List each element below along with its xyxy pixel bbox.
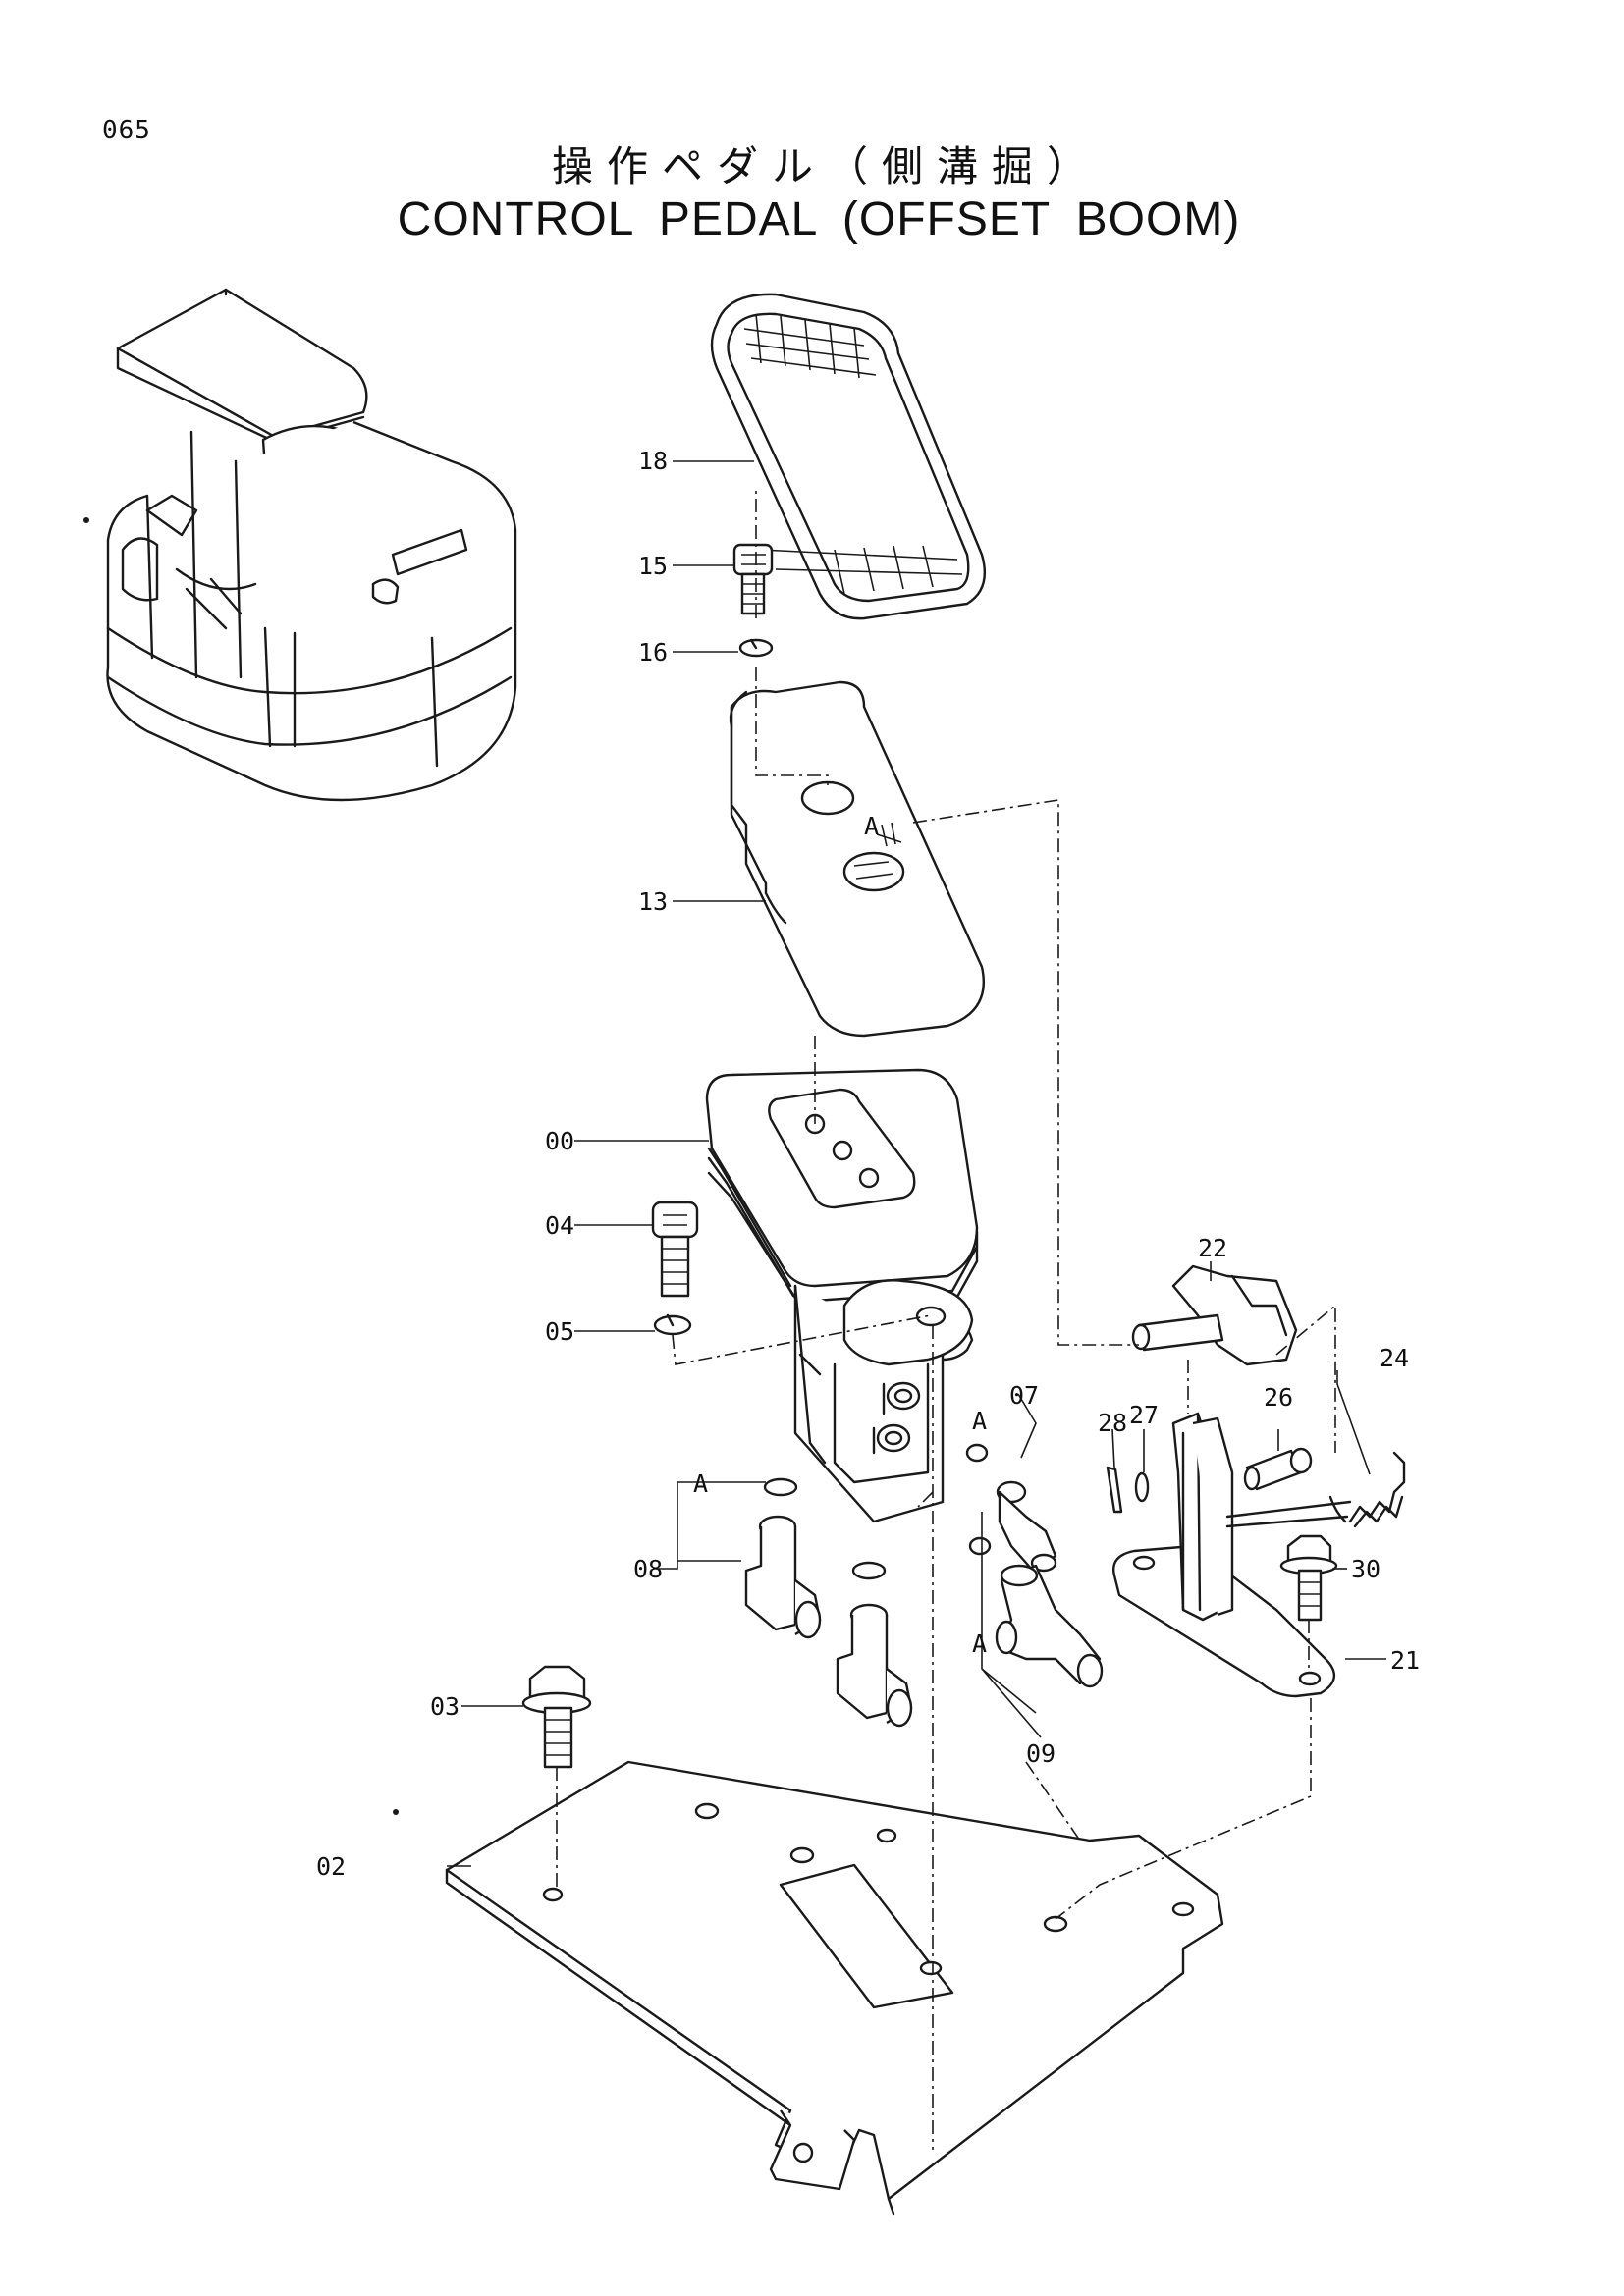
ref-mark-a-3: A [972,1629,987,1658]
callout-02: 02 [316,1852,346,1881]
callout-16: 16 [638,638,668,667]
callout-13: 13 [638,887,668,916]
ref-mark-a-1: A [693,1469,708,1498]
callout-30: 30 [1351,1555,1380,1583]
flange-bolt-03 [521,1665,592,1769]
pedal-part: A [729,680,985,1038]
callout-05: 05 [545,1317,574,1346]
elbow-fitting-08b [836,1603,913,1728]
callout-03: 03 [430,1692,460,1721]
leader-lines [447,460,1386,2150]
ref-mark-a-2: A [972,1407,987,1435]
callout-09: 09 [1026,1739,1056,1768]
o-rings [763,1443,992,1580]
callout-27: 27 [1129,1401,1159,1429]
callout-04: 04 [545,1211,574,1240]
flange-bolt-30 [1279,1534,1338,1622]
washer-27 [1134,1471,1150,1503]
pedal-cover-part [710,293,987,620]
callout-28: 28 [1098,1409,1127,1437]
base-plate-02 [393,1760,1224,2216]
lock-washer-16 [738,638,774,658]
callout-18: 18 [638,447,668,475]
cap-screw-15 [732,543,774,615]
callout-07: 07 [1009,1381,1039,1410]
pin-26 [1243,1447,1313,1491]
cotter-pin-28 [1106,1466,1123,1514]
callout-21: 21 [1390,1646,1420,1675]
spring-24 [1225,1451,1406,1528]
title-english: CONTROL PEDAL (OFFSET BOOM) [397,193,1241,245]
cab-location-inset [83,288,517,802]
straight-fitting-07 [996,1480,1057,1573]
lock-washer-05 [653,1313,692,1336]
elbow-fitting-08 [744,1515,822,1639]
callout-22: 22 [1198,1234,1227,1262]
callout-26: 26 [1264,1383,1293,1412]
pilot-valve-assembly [705,1068,979,1523]
tee-fitting-09 [995,1564,1104,1688]
lever-bracket-22 [1131,1264,1298,1366]
cap-screw-04 [651,1201,699,1298]
bracket-plate-21 [1112,1412,1335,1698]
svg-text:A: A [864,812,879,840]
callout-08: 08 [633,1555,663,1583]
callout-labels: 18 15 16 13 00 04 05 07 08 09 03 02 22 2… [316,447,1420,1881]
page-number: 065 [102,116,151,145]
callout-00: 00 [545,1127,574,1155]
callout-24: 24 [1380,1344,1409,1372]
callout-15: 15 [638,552,668,580]
title-japanese: 操作ペダル（側溝掘） [551,142,1102,190]
